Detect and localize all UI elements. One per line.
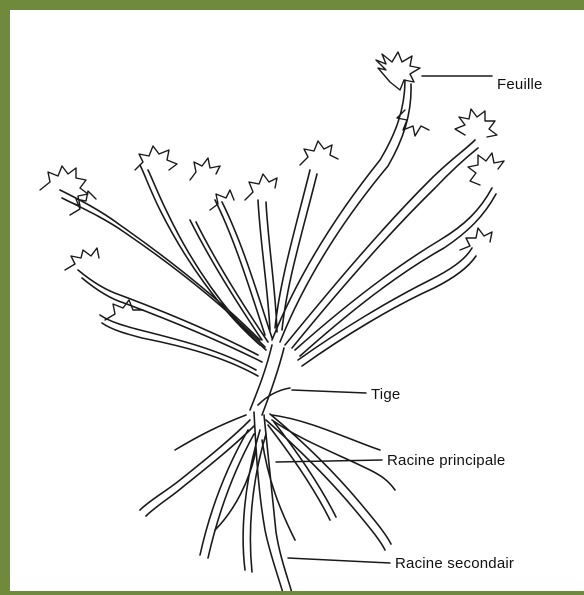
roots — [140, 412, 395, 595]
leader-racine-principale — [276, 460, 382, 462]
leader-lines — [276, 76, 492, 563]
label-tige: Tige — [371, 386, 400, 403]
label-feuille: Feuille — [497, 76, 543, 93]
plant-illustration — [10, 10, 584, 595]
label-racine-secondaire: Racine secondair — [395, 555, 514, 572]
leader-tige — [292, 390, 366, 393]
leader-racine-secondaire — [288, 558, 390, 563]
leaf-tips — [40, 52, 504, 320]
leaves — [60, 80, 496, 376]
stem — [250, 345, 290, 415]
label-racine-principale: Racine principale — [387, 452, 505, 469]
